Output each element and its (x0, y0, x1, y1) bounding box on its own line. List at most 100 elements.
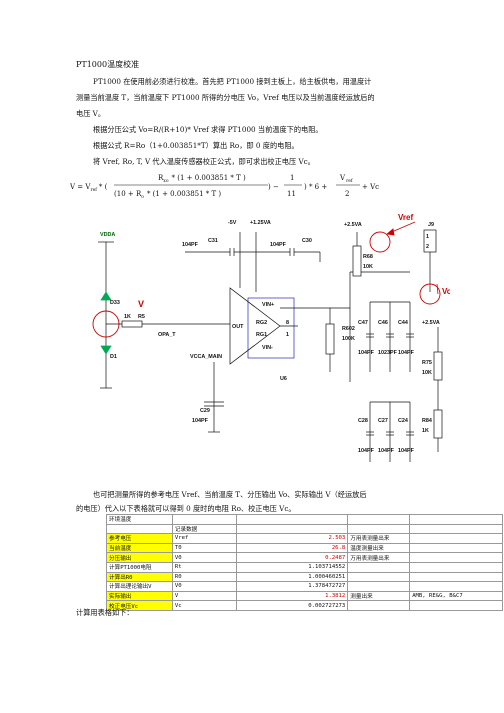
paragraph-3: 根据公式 R=Ro（1+0.003851*T）算出 Ro，即 0 度的电阻。 (93, 141, 299, 150)
label-c46: C46 (378, 320, 388, 326)
paragraph-4: 将 Vref, Ro, T, V 代入温度传感器校正公式，即可求出校正电压 Vc… (93, 157, 315, 166)
table-cell: 0.2487 (235, 552, 349, 563)
label-u6: U6 (280, 376, 287, 382)
table-cell: 万用表测量出来 (347, 552, 411, 563)
label-opa-t: OPA_T (158, 332, 176, 338)
table-cell (409, 542, 503, 554)
label-out: OUT (232, 324, 244, 330)
table-cell: V0 (171, 552, 237, 563)
table-cell: V (171, 590, 237, 602)
paragraph-2: 根据分压公式 Vo=R/(R+10)* Vref 求得 PT1000 当前温度下… (93, 125, 323, 134)
table-cell (409, 514, 503, 525)
paragraph-1b: 测量当前温度 T，当前温度下 PT1000 所得的分电压 Vo，Vref 电压以… (76, 93, 375, 102)
table-cell: 1.3812 (235, 590, 349, 602)
label-c44-value: 104PF (398, 350, 415, 356)
formula-frac3-num: Vref (339, 174, 353, 184)
formula-times6: ) * 6 + (304, 183, 327, 191)
label-c29: C29 (200, 408, 210, 414)
label-c28-value: 104PF (358, 448, 375, 454)
label-j9-pin2: 2 (426, 244, 429, 250)
label-r5: R5 (138, 314, 145, 320)
table-cell (347, 523, 411, 535)
table-cell: 环境温度 (106, 514, 173, 525)
table-cell: 26.8 (235, 542, 349, 554)
table-cell (409, 571, 503, 583)
label-d33: D33 (110, 300, 120, 306)
label-c27-value: 104PF (378, 448, 395, 454)
label-j9: J9 (428, 222, 434, 228)
table-cell (409, 533, 503, 544)
label-c29-value: 104PF (192, 418, 209, 424)
doc-title: PT1000温度校准 (76, 60, 140, 69)
label-rg2: RG2 (256, 320, 267, 326)
label-plus25va-right: +2.5VA (422, 320, 440, 326)
label-c31-value: 104PF (182, 242, 199, 248)
label-d1: D1 (110, 354, 117, 360)
label-c24: C24 (398, 418, 408, 424)
formula-lhs: V = Vref* ( (70, 183, 108, 193)
calibration-formula: Rxo* (1 + 0.003851 * T ) (10 + Ro* (1 + … (70, 174, 379, 200)
label-vo: Vo (442, 287, 450, 296)
label-r84: R84 (422, 418, 432, 424)
paragraph-1c: 电压 V。 (76, 109, 106, 118)
pt1000-schematic: VDDA V Vref Vo -5V +1.25VA +2.5VA +2.5VA… (92, 213, 450, 462)
table-cell: 计算出R0 (106, 571, 173, 583)
label-c44: C44 (398, 320, 408, 326)
table-cell: 1.378472727 (235, 581, 349, 592)
table-cell (409, 552, 503, 563)
label-vcca-main: VCCA_MAIN (190, 354, 222, 360)
table-cell (347, 514, 411, 525)
label-1k: 1K (124, 314, 131, 320)
table-cell (347, 600, 411, 611)
label-c47: C47 (358, 320, 368, 326)
label-r75: R75 (422, 360, 432, 366)
label-plus25va-top: +2.5VA (344, 222, 362, 228)
table-cell: R0 (171, 571, 237, 583)
table-cell: 参考电压 (106, 533, 173, 544)
paragraph-5b: 的电压）代入以下表格就可以得到 0 度时的电阻 Ro、校正电压 Vc。 (76, 504, 296, 513)
table-cell (347, 571, 411, 583)
label-vin-plus: VIN+ (262, 302, 274, 308)
table-cell: 0.002727273 (235, 600, 349, 611)
table-row: 记录数据 (106, 523, 503, 535)
label-c27: C27 (378, 418, 388, 424)
table-cell: AMB, RE&G, B&C7 (409, 590, 503, 602)
label-vref: Vref (398, 213, 413, 222)
label-vdda: VDDA (100, 232, 115, 238)
table-cell: T0 (171, 542, 237, 554)
table-cell: 记录数据 (171, 523, 237, 535)
table-cell: 计算PT1000电阻 (106, 561, 173, 573)
table-cell: 温度测量出来 (347, 542, 411, 554)
table-cell: 万用表测量出来 (347, 533, 411, 544)
paragraph-1: PT1000 在使用前必须进行校准。首先把 PT1000 接到主板上，给主板供电… (93, 77, 372, 86)
formula-frac2-num: 1 (290, 174, 294, 182)
table-cell (347, 561, 411, 573)
label-rg1: RG1 (256, 332, 267, 338)
table-cell (409, 523, 503, 535)
paragraph-6: 计算用表格如下： (76, 608, 134, 617)
table-cell (106, 523, 173, 535)
table-cell: Vref (171, 533, 237, 544)
label-c28: C28 (358, 418, 368, 424)
formula-minus: ) − (268, 183, 279, 191)
table-cell: 1.000460251 (235, 571, 349, 583)
label-r75-value: 10K (422, 370, 432, 376)
label-j9-pin1: 1 (426, 234, 429, 240)
formula-frac2-den: 11 (287, 190, 296, 198)
table-cell (171, 514, 237, 525)
table-cell: 1.103714552 (235, 561, 349, 573)
label-c47-value: 104PF (358, 350, 375, 356)
label-r602-value: 100K (342, 336, 355, 342)
formula-frac1-den: (10 + Ro* (1 + 0.003851 * T ) (114, 190, 221, 200)
table-cell: 计算出理论输出V (106, 581, 173, 592)
formula-frac1-num: Rxo* (1 + 0.003851 * T ) (158, 174, 246, 184)
label-r602: R602 (342, 326, 355, 332)
